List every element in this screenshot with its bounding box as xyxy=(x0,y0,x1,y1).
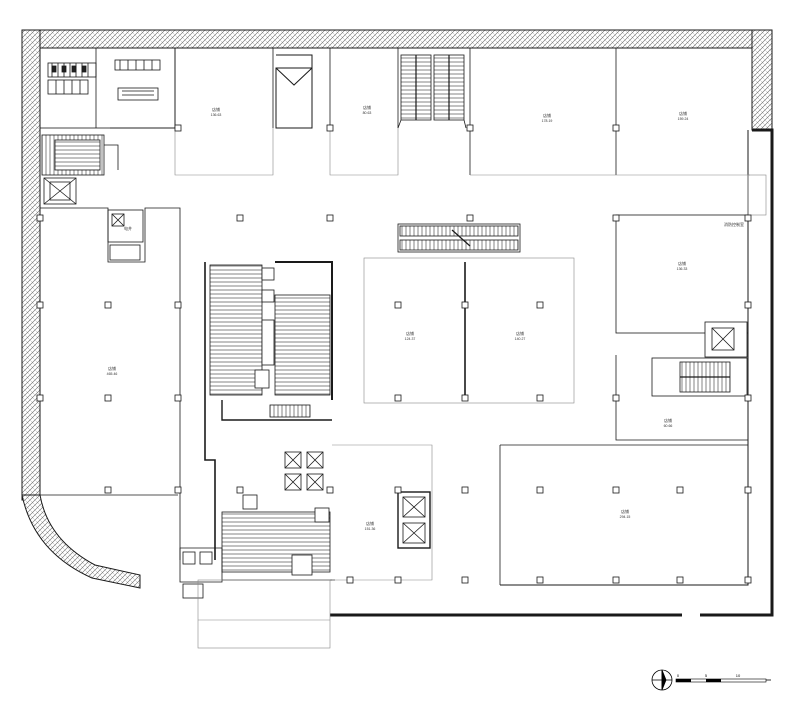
structural-column xyxy=(612,486,620,494)
east-stair-elevator xyxy=(651,321,748,397)
structural-column xyxy=(236,486,244,494)
seating-area xyxy=(284,451,324,491)
toilet-block xyxy=(39,47,176,129)
room-area: 465.46 xyxy=(107,372,118,376)
room-label: 店铺 xyxy=(679,110,687,116)
room-labels: 店铺 136.63 店铺 80.63 店铺 178.19 店铺 159.24 店… xyxy=(107,104,744,531)
structural-column xyxy=(536,576,544,584)
structural-column xyxy=(536,394,544,402)
stair-south xyxy=(179,494,335,599)
room-area: 140.27 xyxy=(515,337,526,341)
structural-column xyxy=(612,394,620,402)
structural-column xyxy=(612,124,620,132)
structural-column xyxy=(394,486,402,494)
structural-column xyxy=(461,301,469,309)
north-arrow xyxy=(651,669,673,691)
structural-column xyxy=(461,394,469,402)
central-shops xyxy=(363,257,575,404)
void-shaft xyxy=(275,54,313,129)
room-area: 60.66 xyxy=(664,424,673,428)
room-label: 店铺 xyxy=(516,330,524,336)
east-room-tag: 消防控制室 xyxy=(724,221,744,227)
top-row-shops xyxy=(174,48,617,175)
structural-column xyxy=(174,301,182,309)
structural-column xyxy=(394,301,402,309)
stair-northwest xyxy=(41,134,119,205)
room-label: 店铺 xyxy=(366,520,374,526)
room-area: 124.37 xyxy=(405,337,416,341)
structural-column xyxy=(536,301,544,309)
structural-column xyxy=(536,486,544,494)
elevators-south xyxy=(397,491,431,549)
structural-column xyxy=(744,576,752,584)
room-label: 店铺 xyxy=(108,365,116,371)
stair-north-twin xyxy=(397,54,467,129)
structural-column xyxy=(394,576,402,584)
room-label: 店铺 xyxy=(543,112,551,118)
mid-left-tag: 电井 xyxy=(124,225,132,231)
structural-column xyxy=(676,576,684,584)
structural-column xyxy=(174,124,182,132)
dashed-shop-outlines xyxy=(174,128,750,176)
structural-column xyxy=(326,486,334,494)
east-recess xyxy=(747,174,767,216)
perimeter-wall xyxy=(21,29,773,589)
structural-column xyxy=(466,124,474,132)
structural-column xyxy=(174,486,182,494)
room-area: 159.24 xyxy=(678,117,689,121)
scale-tick-10: 10 xyxy=(736,673,741,678)
structural-column xyxy=(36,301,44,309)
scale-bar: 0 5 10 xyxy=(675,673,771,683)
room-label: 店铺 xyxy=(678,260,686,266)
stair-core-west xyxy=(204,261,333,560)
room-area: 136.63 xyxy=(211,113,222,117)
interior-boundary xyxy=(39,47,753,586)
west-large-shop xyxy=(40,207,181,560)
column-grid xyxy=(36,124,752,584)
room-label: 店铺 xyxy=(664,417,672,423)
structural-column xyxy=(326,214,334,222)
room-area: 178.19 xyxy=(542,119,553,123)
scale-tick-5: 5 xyxy=(705,673,708,678)
room-label: 店铺 xyxy=(621,508,629,514)
structural-column xyxy=(461,486,469,494)
scale-tick-0: 0 xyxy=(677,673,680,678)
structural-column xyxy=(744,301,752,309)
room-area: 136.33 xyxy=(677,267,688,271)
room-area: 294.15 xyxy=(620,515,631,519)
east-outer-wall xyxy=(330,128,774,617)
room-area: 80.63 xyxy=(363,111,372,115)
structural-column xyxy=(236,214,244,222)
structural-column xyxy=(612,214,620,222)
south-center-shop xyxy=(332,444,433,581)
structural-column xyxy=(744,214,752,222)
structural-column xyxy=(104,486,112,494)
structural-column xyxy=(744,486,752,494)
east-shops xyxy=(499,214,749,585)
room-label: 店铺 xyxy=(212,106,220,112)
room-area: 151.36 xyxy=(365,527,376,531)
structural-column xyxy=(394,394,402,402)
structural-column xyxy=(461,576,469,584)
structural-column xyxy=(326,124,334,132)
room-label: 店铺 xyxy=(363,104,371,110)
structural-column xyxy=(466,214,474,222)
structural-column xyxy=(612,576,620,584)
structural-column xyxy=(174,394,182,402)
structural-column xyxy=(104,301,112,309)
escalators xyxy=(397,223,521,253)
structural-column xyxy=(346,576,354,584)
structural-column xyxy=(676,486,684,494)
structural-column xyxy=(36,214,44,222)
structural-column xyxy=(104,394,112,402)
entrance-canopy xyxy=(197,579,331,649)
structural-column xyxy=(744,394,752,402)
room-label: 店铺 xyxy=(406,330,414,336)
structural-column xyxy=(36,394,44,402)
